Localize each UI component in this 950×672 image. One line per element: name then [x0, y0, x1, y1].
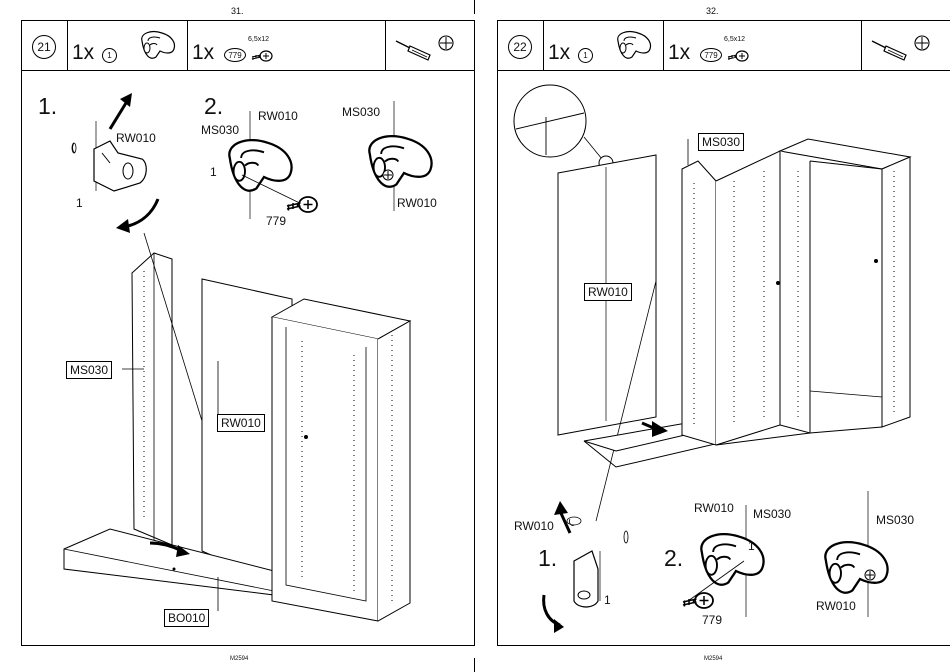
page-frame: 22 1x 1 1x 6,5x12 779 [497, 20, 950, 646]
page-number: 31. [231, 6, 244, 16]
label-screw-code: 779 [702, 613, 722, 627]
label-box-ms030: MS030 [66, 361, 112, 379]
label-box-rw010: RW010 [217, 414, 265, 432]
substep-2: 2. [664, 545, 683, 572]
label-part: 1 [748, 539, 755, 553]
label-part: 1 [604, 593, 611, 607]
assembly-illustration [498, 21, 950, 647]
label-ms030: MS030 [876, 513, 914, 527]
label-box-bo010: BO010 [164, 609, 209, 627]
substep-1: 1. [538, 545, 557, 572]
page-divider-top [474, 0, 475, 14]
label-box-rw010: RW010 [584, 283, 632, 301]
label-rw010: RW010 [694, 501, 734, 515]
label-ms030: MS030 [753, 507, 791, 521]
page-divider-bottom [474, 658, 475, 672]
document-code: M2594 [704, 656, 722, 662]
page-number: 32. [706, 6, 719, 16]
page-frame: 21 1x 1 1x 6,5x12 779 1. RW010 1 [21, 20, 475, 646]
label-rw010: RW010 [514, 519, 554, 533]
label-rw010: RW010 [816, 599, 856, 613]
document-code: M2594 [230, 656, 248, 662]
assembly-illustration [22, 21, 476, 647]
label-box-ms030: MS030 [698, 133, 744, 151]
